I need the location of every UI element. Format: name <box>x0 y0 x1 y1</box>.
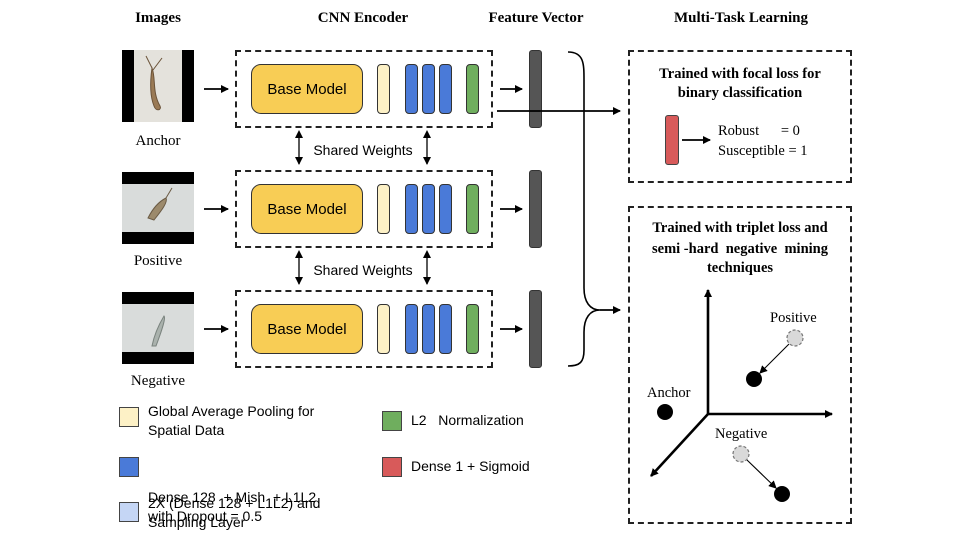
dense-layer <box>422 184 435 234</box>
gap-layer <box>377 184 390 234</box>
positive-point <box>746 371 762 387</box>
header-feature-vector: Feature Vector <box>488 10 584 26</box>
encoder-anchor: Base Model <box>235 50 493 128</box>
legend-swatch-l2 <box>382 411 402 431</box>
negative-original-point <box>732 445 750 463</box>
positive-point-label: Positive <box>770 310 817 326</box>
base-model-block: Base Model <box>251 64 363 114</box>
dense-layer <box>405 184 418 234</box>
gap-layer <box>377 64 390 114</box>
positive-move-arrow <box>759 343 790 374</box>
header-multitask-learning: Multi-Task Learning <box>673 10 809 26</box>
curly-brace <box>567 51 601 367</box>
legend-swatch-gap <box>119 407 139 427</box>
robust-label: Robust = 0 <box>718 123 800 139</box>
classification-title-line1: Trained with focal loss for <box>659 66 821 82</box>
anchor-image <box>122 50 194 122</box>
classification-title-line2: binary classification <box>677 85 803 101</box>
feature-vector-anchor <box>529 50 542 128</box>
base-model-block: Base Model <box>251 304 363 354</box>
feature-vector-positive <box>529 170 542 248</box>
legend-swatch-sigmoid <box>382 457 402 477</box>
sigmoid-output <box>665 115 679 165</box>
anchor-point-label: Anchor <box>647 385 691 401</box>
negative-point <box>774 486 790 502</box>
base-model-block: Base Model <box>251 184 363 234</box>
negative-point-label: Negative <box>715 426 768 442</box>
feature-vector-negative <box>529 290 542 368</box>
dense-layer <box>439 184 452 234</box>
dense-layer <box>422 304 435 354</box>
legend-swatch-dense <box>119 457 139 477</box>
encoder-positive: Base Model <box>235 170 493 248</box>
anchor-label: Anchor <box>135 133 181 149</box>
header-cnn-encoder: CNN Encoder <box>317 10 409 26</box>
dense-layer <box>439 64 452 114</box>
triplet-title-line2: semi -hard negative mining <box>651 241 828 257</box>
anchor-point <box>657 404 673 420</box>
axis <box>650 413 709 477</box>
l2-norm-layer <box>466 64 479 114</box>
triplet-title-line1: Trained with triplet loss and <box>652 220 828 236</box>
positive-original-point <box>786 329 804 347</box>
encoder-negative: Base Model <box>235 290 493 368</box>
dense-layer <box>422 64 435 114</box>
shared-weights-label: Shared Weights <box>313 262 413 278</box>
susceptible-label: Susceptible = 1 <box>718 143 808 159</box>
l2-norm-layer <box>466 304 479 354</box>
gap-layer <box>377 304 390 354</box>
dense-layer <box>405 304 418 354</box>
shared-weights-label: Shared Weights <box>313 142 413 158</box>
l2-norm-layer <box>466 184 479 234</box>
legend-l2-text: L2 Normalization <box>411 412 524 428</box>
negative-label: Negative <box>130 373 186 389</box>
header-images: Images <box>135 10 181 26</box>
classification-panel: Trained with focal loss for binary class… <box>628 50 852 183</box>
dense-layer <box>439 304 452 354</box>
dense-layer <box>405 64 418 114</box>
negative-image <box>122 292 194 364</box>
triplet-panel: Trained with triplet loss and semi -hard… <box>628 206 852 524</box>
legend-swatch-dense-light <box>119 502 139 522</box>
legend-sigmoid-text: Dense 1 + Sigmoid <box>411 458 530 474</box>
negative-move-arrow <box>746 459 777 489</box>
positive-image <box>122 172 194 244</box>
triplet-title-line3: techniques <box>706 260 774 276</box>
positive-label: Positive <box>133 253 183 269</box>
